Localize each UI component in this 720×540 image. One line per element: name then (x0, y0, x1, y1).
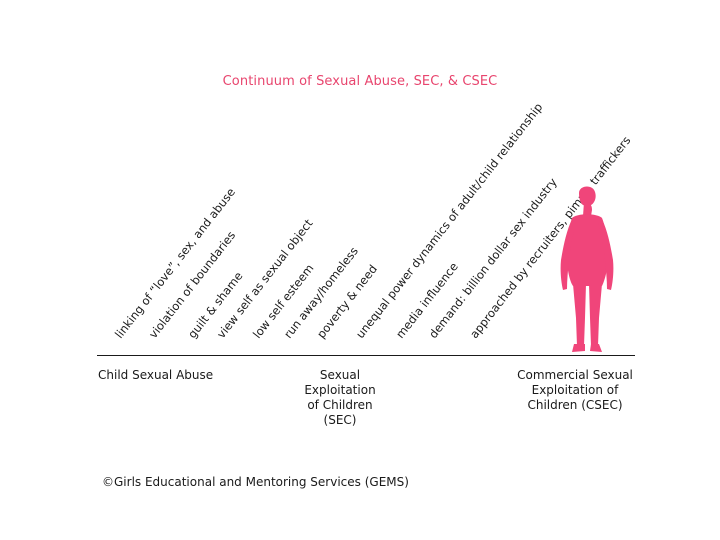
diagram-title: Continuum of Sexual Abuse, SEC, & CSEC (222, 74, 498, 89)
stage-label-sec: Sexual Exploitation of Children (SEC) (290, 368, 390, 428)
stage-label-csec-line3: Children (CSEC) (527, 398, 623, 412)
copyright-credit: ©Girls Educational and Mentoring Service… (102, 475, 409, 489)
stage-label-csec-line2: Exploitation of (531, 383, 619, 397)
girl-silhouette-icon (560, 186, 614, 352)
stage-label-csec: Commercial Sexual Exploitation of Childr… (505, 368, 645, 413)
stage-label-sec-line2: Exploitation (304, 383, 376, 397)
stage-label-csa: Child Sexual Abuse (98, 368, 214, 382)
stage-label-sec-line4: (SEC) (323, 413, 357, 427)
stage-label-sec-line1: Sexual (319, 368, 361, 382)
stage-label-sec-line3: of Children (307, 398, 373, 412)
continuum-axis-line (97, 355, 635, 356)
stage-label-csec-line1: Commercial Sexual (517, 368, 633, 382)
